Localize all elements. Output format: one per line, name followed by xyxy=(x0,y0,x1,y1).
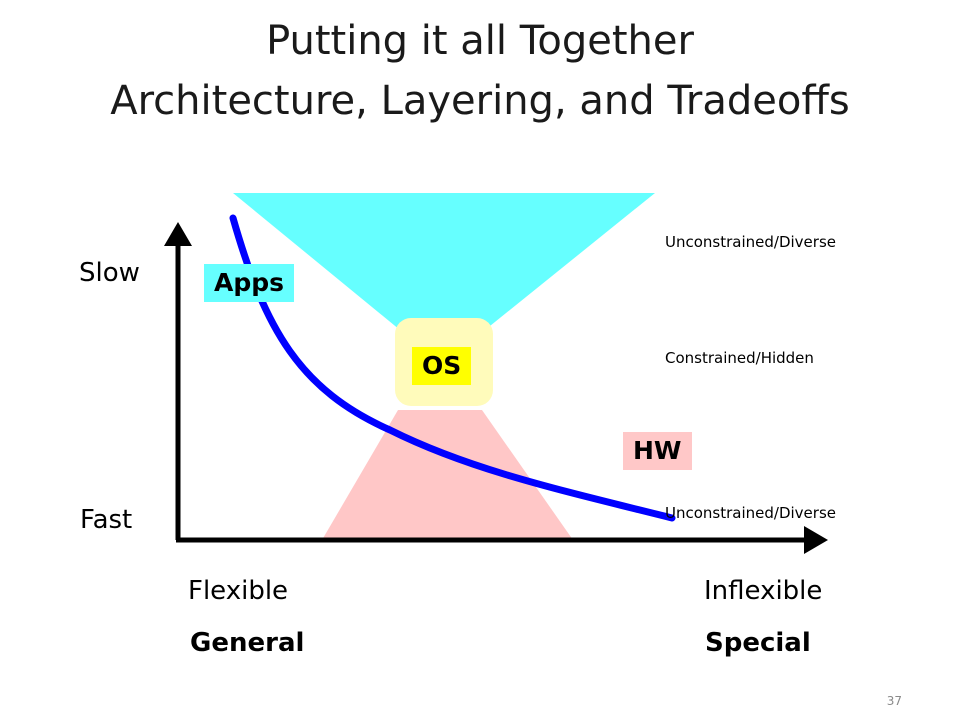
apps-box: Apps xyxy=(204,264,295,302)
slide-title-line1: Putting it all Together xyxy=(266,18,694,64)
page-number: 37 xyxy=(886,694,902,708)
annotation-top: Unconstrained/Diverse xyxy=(665,233,836,251)
x-axis-arrowhead xyxy=(804,526,828,554)
os-box: OS xyxy=(412,347,472,385)
hw-box: HW xyxy=(623,432,692,470)
x-axis-label-special: Special xyxy=(705,628,811,658)
annotation-middle: Constrained/Hidden xyxy=(665,349,814,367)
y-axis-arrowhead xyxy=(164,222,192,246)
apps-region xyxy=(233,193,655,330)
tradeoff-curve xyxy=(229,214,676,522)
slide-title-line2: Architecture, Layering, and Tradeoffs xyxy=(110,78,850,124)
y-axis-label-slow: Slow xyxy=(79,258,140,288)
y-axis-label-fast: Fast xyxy=(80,505,133,535)
x-axis-label-general: General xyxy=(190,628,305,658)
hw-region xyxy=(322,410,573,540)
x-axis-label-flexible: Flexible xyxy=(188,576,289,606)
x-axis-label-inflexible: Inflexible xyxy=(704,576,823,606)
annotation-bottom: Unconstrained/Diverse xyxy=(665,504,836,522)
